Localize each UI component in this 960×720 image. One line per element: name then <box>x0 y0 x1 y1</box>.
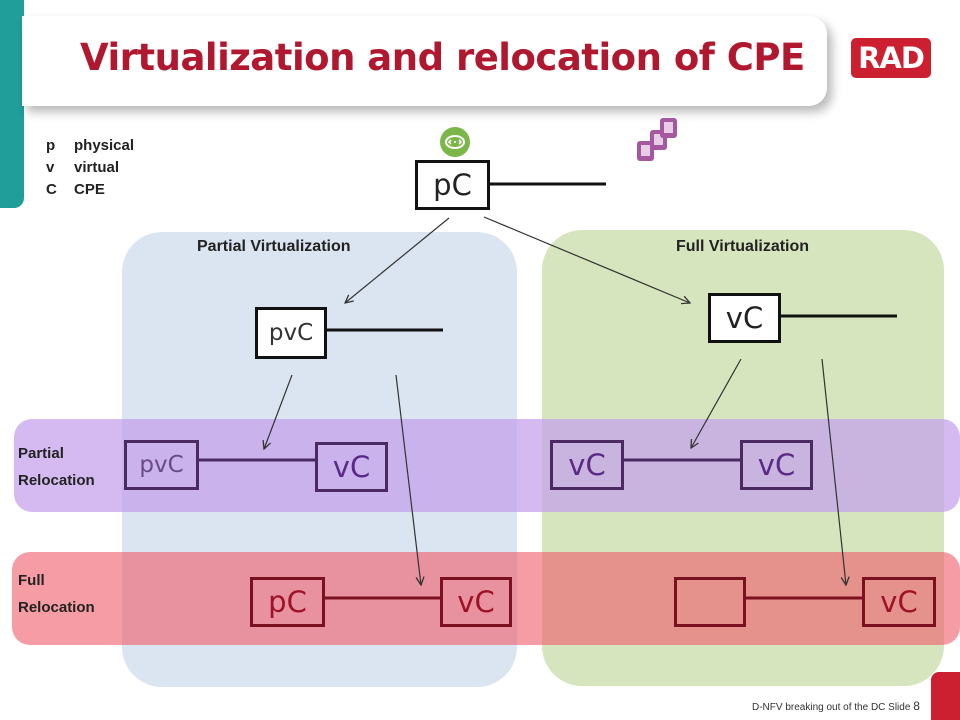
footer-text: D-NFV breaking out of the DC Slide <box>752 702 911 713</box>
partial-relocation-band <box>14 419 960 512</box>
node-pvc: pvC <box>255 307 327 359</box>
full-relocation-label: Full Relocation <box>18 567 95 621</box>
arrow-to-vc <box>483 216 690 303</box>
node-vc: vC <box>315 442 388 492</box>
legend-row: C CPE <box>46 179 134 201</box>
arrow-pvc-full <box>395 374 421 585</box>
legend-value: CPE <box>74 181 105 198</box>
full-virtualization-label: Full Virtualization <box>676 238 810 255</box>
legend-row: v virtual <box>46 157 134 179</box>
node-pc: pC <box>250 577 325 627</box>
legend-key: v <box>46 159 55 176</box>
band-label-line: Partial <box>18 445 64 462</box>
legend: p physical v virtual C CPE <box>46 135 134 201</box>
left-accent-bar <box>0 0 24 208</box>
slide-title: Virtualization and relocation of CPE <box>80 36 805 79</box>
band-label-line: Full <box>18 572 45 589</box>
node-vc: vC <box>440 577 512 627</box>
router-icon <box>440 127 470 157</box>
arrow-vc-full <box>821 358 846 585</box>
partial-relocation-label: Partial Relocation <box>18 440 95 494</box>
mobile-phones-icon <box>637 118 677 161</box>
node-pvc: pvC <box>124 440 199 490</box>
legend-row: p physical <box>46 135 134 157</box>
corner-accent <box>931 672 960 720</box>
partial-virtualization-label: Partial Virtualization <box>197 238 351 255</box>
footer: D-NFV breaking out of the DC Slide 8 <box>752 699 920 713</box>
arrow-vc-partial <box>691 358 742 448</box>
legend-key: p <box>46 137 56 154</box>
node-vc: vC <box>740 440 813 490</box>
page-number: 8 <box>913 699 920 713</box>
title-banner <box>22 16 827 106</box>
legend-key: C <box>46 181 57 198</box>
node-empty <box>674 577 746 627</box>
rad-logo: RAD <box>851 38 931 78</box>
legend-value: virtual <box>74 159 120 176</box>
arrow-pvc-partial <box>264 374 293 449</box>
band-label-line: Relocation <box>18 599 95 616</box>
node-vc: vC <box>550 440 624 490</box>
node-vc: vC <box>708 293 781 343</box>
node-pc: pC <box>415 160 490 210</box>
arrow-to-pvc <box>345 217 450 303</box>
node-vc: vC <box>862 577 936 627</box>
legend-value: physical <box>74 137 135 154</box>
band-label-line: Relocation <box>18 472 95 489</box>
